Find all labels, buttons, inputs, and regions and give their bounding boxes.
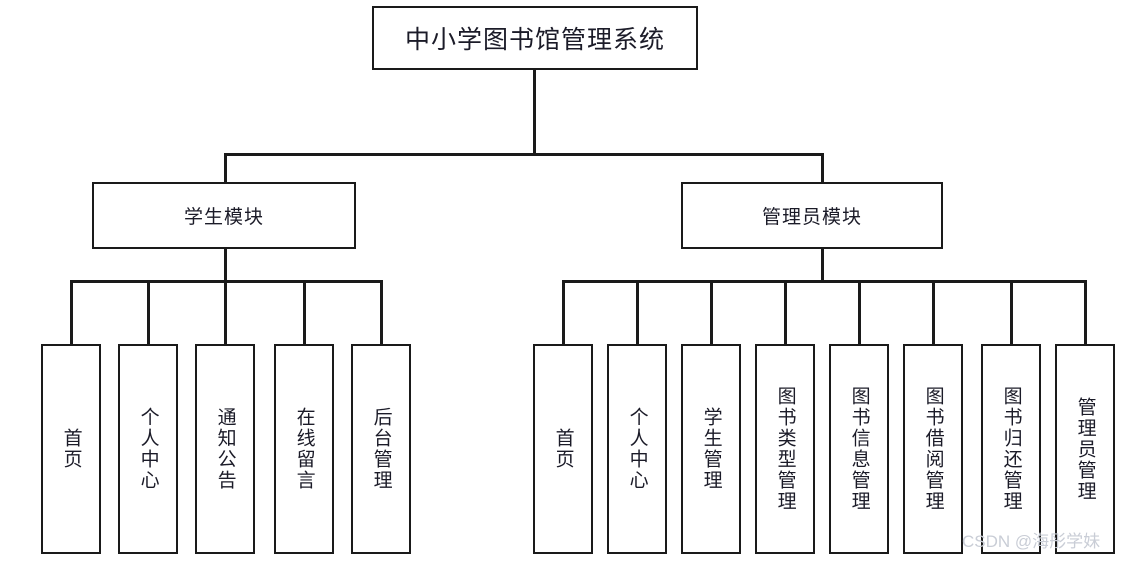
- leaf-node-admin-2-label: 个人中心: [626, 407, 648, 491]
- leaf-node-admin-8: 管理员管理: [1055, 344, 1115, 554]
- connector-drop-admin-leaf-7: [1010, 280, 1013, 346]
- leaf-node-student-5: 后台管理: [351, 344, 411, 554]
- leaf-node-student-1: 首页: [41, 344, 101, 554]
- connector-drop-admin-leaf-8: [1084, 280, 1087, 346]
- leaf-node-student-3-label: 通知公告: [214, 407, 236, 491]
- connector-drop-admin-leaf-5: [858, 280, 861, 346]
- module-node-admin: 管理员模块: [681, 182, 943, 249]
- leaf-node-student-2: 个人中心: [118, 344, 178, 554]
- leaf-node-student-4-label: 在线留言: [293, 407, 315, 491]
- leaf-node-student-2-label: 个人中心: [137, 407, 159, 491]
- module-node-student: 学生模块: [92, 182, 356, 249]
- connector-top-bus: [224, 153, 824, 156]
- connector-root-vertical: [533, 70, 536, 155]
- leaf-node-admin-7-label: 图书归还管理: [1000, 386, 1022, 512]
- leaf-node-admin-7: 图书归还管理: [981, 344, 1041, 554]
- connector-drop-admin-leaf-1: [562, 280, 565, 346]
- connector-drop-admin-leaf-3: [710, 280, 713, 346]
- connector-drop-admin-leaf-4: [784, 280, 787, 346]
- connector-drop-student-leaf-2: [147, 280, 150, 346]
- leaf-node-admin-5-label: 图书信息管理: [848, 386, 870, 512]
- module-node-student-label: 学生模块: [183, 207, 264, 228]
- leaf-node-admin-1-label: 首页: [552, 428, 574, 470]
- connector-admin-bus: [562, 280, 1087, 283]
- connector-drop-admin-leaf-6: [932, 280, 935, 346]
- leaf-node-admin-5: 图书信息管理: [829, 344, 889, 554]
- connector-drop-admin-leaf-2: [636, 280, 639, 346]
- leaf-node-admin-4: 图书类型管理: [755, 344, 815, 554]
- leaf-node-student-1-label: 首页: [60, 428, 82, 470]
- connector-admin-stem: [821, 249, 824, 282]
- connector-drop-student-leaf-4: [303, 280, 306, 346]
- leaf-node-student-5-label: 后台管理: [370, 407, 392, 491]
- leaf-node-admin-3-label: 学生管理: [700, 407, 722, 491]
- root-node-system: 中小学图书馆管理系统: [372, 6, 698, 70]
- connector-student-stem: [224, 249, 227, 282]
- leaf-node-admin-6: 图书借阅管理: [903, 344, 963, 554]
- leaf-node-admin-4-label: 图书类型管理: [774, 386, 796, 512]
- leaf-node-admin-2: 个人中心: [607, 344, 667, 554]
- leaf-node-student-3: 通知公告: [195, 344, 255, 554]
- root-node-label: 中小学图书馆管理系统: [404, 27, 665, 54]
- module-node-admin-label: 管理员模块: [761, 207, 862, 228]
- connector-drop-admin-module: [821, 153, 824, 184]
- leaf-node-student-4: 在线留言: [274, 344, 334, 554]
- connector-drop-student-leaf-3: [224, 280, 227, 346]
- leaf-node-admin-6-label: 图书借阅管理: [922, 386, 944, 512]
- connector-drop-student-module: [224, 153, 227, 184]
- leaf-node-admin-3: 学生管理: [681, 344, 741, 554]
- connector-drop-student-leaf-1: [70, 280, 73, 346]
- leaf-node-admin-8-label: 管理员管理: [1074, 396, 1096, 502]
- leaf-node-admin-1: 首页: [533, 344, 593, 554]
- connector-drop-student-leaf-5: [380, 280, 383, 346]
